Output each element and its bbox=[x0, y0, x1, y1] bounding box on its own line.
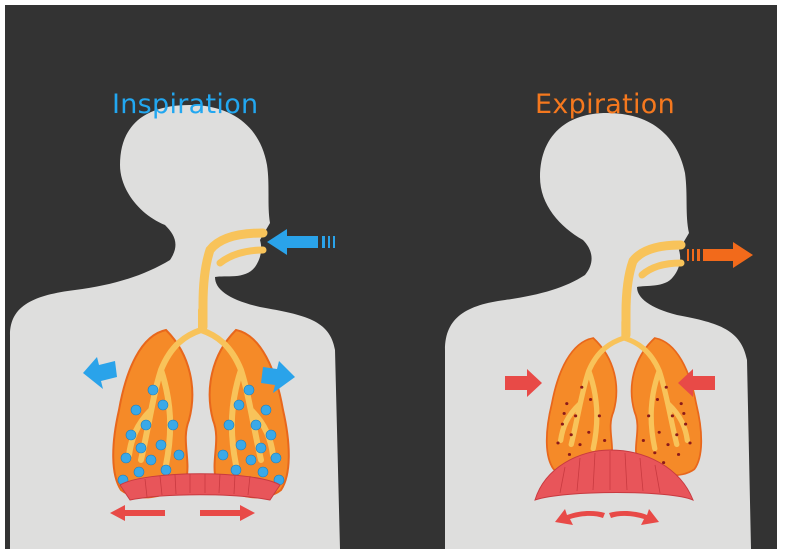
inhale-arrow bbox=[267, 229, 335, 255]
inspiration-figure bbox=[10, 105, 340, 549]
expiration-title: Expiration bbox=[535, 89, 675, 120]
exhale-arrow bbox=[687, 242, 753, 268]
expiration-figure bbox=[445, 113, 753, 549]
diagram-svg bbox=[5, 5, 777, 549]
inspiration-title: Inspiration bbox=[112, 89, 252, 120]
diagram-panel: Inspiration Expiration bbox=[5, 5, 777, 549]
